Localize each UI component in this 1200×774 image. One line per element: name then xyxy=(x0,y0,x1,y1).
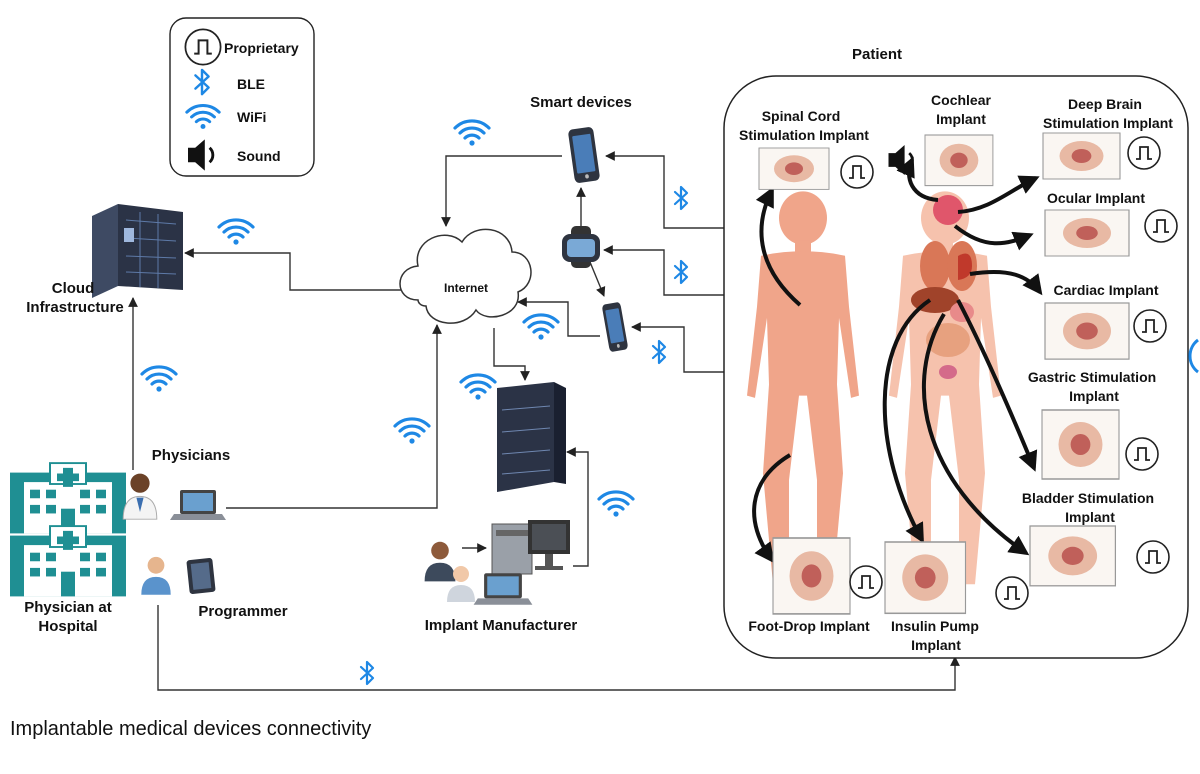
insulin-proprietary-icon xyxy=(995,576,1029,610)
manufacturer-server-icon xyxy=(497,382,566,492)
internet-label: Internet xyxy=(444,281,488,295)
internet-cloud-icon xyxy=(399,228,532,324)
proprietary-pulse-icon xyxy=(184,28,222,66)
ocular-label: Ocular Implant xyxy=(1047,190,1145,206)
cardiac-label: Cardiac Implant xyxy=(1053,282,1158,298)
legend: Proprietary BLE WiFi Sound xyxy=(169,17,315,177)
cloud-label-line1: Cloud xyxy=(52,280,95,297)
manufacturer-desktop-icon xyxy=(491,520,570,575)
programmer-label: Programmer xyxy=(198,603,287,620)
manufacturer-label: Implant Manufacturer xyxy=(425,617,578,634)
gastric-proprietary-icon xyxy=(1125,437,1159,471)
insulin-label-line1: Insulin Pump xyxy=(891,618,979,634)
ocular-implant-image xyxy=(1044,209,1130,257)
mobile-phone-icon xyxy=(601,301,629,353)
gastric-label-line1: Gastric Stimulation xyxy=(1028,369,1156,385)
organs-body-figure xyxy=(889,191,1001,585)
nurse-icon xyxy=(141,556,171,595)
legend-wifi-label: WiFi xyxy=(237,109,266,125)
cochlear-implant-image xyxy=(924,134,994,187)
footdrop-label: Foot-Drop Implant xyxy=(748,618,870,634)
hospital-building-icon xyxy=(9,462,127,598)
footdrop-implant-image xyxy=(772,537,851,615)
bladder-proprietary-icon xyxy=(1136,540,1170,574)
manufacturer-laptop-icon xyxy=(473,573,533,605)
deepbrain-label-line1: Deep Brain xyxy=(1068,96,1142,112)
cloud-label-line2: Infrastructure xyxy=(26,299,124,316)
connection-lines xyxy=(128,151,960,691)
hospital-label-line2: Hospital xyxy=(38,618,97,635)
physicians-label: Physicians xyxy=(152,447,230,464)
spinal-label-line2: Stimulation Implant xyxy=(739,127,869,143)
ocular-proprietary-icon xyxy=(1144,209,1178,243)
manufacturer-staff-icon xyxy=(424,541,475,602)
legend-proprietary-label: Proprietary xyxy=(224,40,299,56)
gastric-implant-image xyxy=(1041,409,1120,480)
figure-caption: Implantable medical devices connectivity xyxy=(10,718,372,740)
physician-icon xyxy=(122,473,158,520)
smart-devices-label: Smart devices xyxy=(530,94,632,111)
edge-indicator xyxy=(1188,338,1199,374)
implant-arrows xyxy=(752,156,1043,564)
programmer-tablet-icon xyxy=(186,558,216,594)
legend-ble-label: BLE xyxy=(237,76,265,92)
footdrop-proprietary-icon xyxy=(849,565,883,599)
legend-sound-label: Sound xyxy=(237,148,281,164)
bladder-label-line2: Implant xyxy=(1065,509,1115,525)
deepbrain-implant-image xyxy=(1042,132,1121,180)
smartwatch-icon xyxy=(562,226,600,268)
spinal-label-line1: Spinal Cord xyxy=(762,108,841,124)
cardiac-proprietary-icon xyxy=(1133,309,1167,343)
deepbrain-proprietary-icon xyxy=(1127,136,1161,170)
cochlear-label-line1: Cochlear xyxy=(931,92,991,108)
gastric-label-line2: Implant xyxy=(1069,388,1119,404)
spinal-implant-image xyxy=(758,147,830,190)
insulin-implant-image xyxy=(884,541,967,615)
patient-label: Patient xyxy=(852,46,902,63)
physician-laptop-icon xyxy=(170,490,226,520)
smartphone-icon xyxy=(567,126,601,184)
insulin-label-line2: Implant xyxy=(911,637,961,653)
hospital-label-line1: Physician at xyxy=(24,599,112,616)
spinal-proprietary-icon xyxy=(840,155,874,189)
cochlear-label-line2: Implant xyxy=(936,111,986,127)
cardiac-implant-image xyxy=(1044,302,1130,360)
bladder-label-line1: Bladder Stimulation xyxy=(1022,490,1154,506)
cloud-server-icon xyxy=(92,204,183,298)
deepbrain-label-line2: Stimulation Implant xyxy=(1043,115,1173,131)
bladder-implant-image xyxy=(1029,525,1117,587)
